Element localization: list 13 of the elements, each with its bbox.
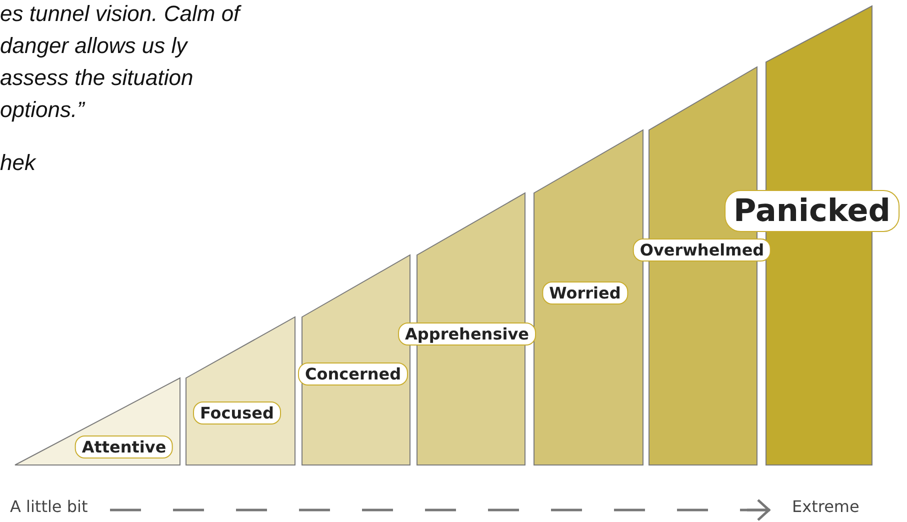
axis-end-label: Extreme (792, 497, 860, 516)
quote-text: es tunnel vision. Calm of danger allows us ly assess the situation options.” (0, 0, 242, 124)
level-label: Overwhelmed (632, 238, 772, 262)
axis-start-label: A little bit (10, 497, 88, 516)
level-label: Worried (542, 282, 628, 304)
quote-attribution: hek (0, 150, 36, 176)
level-label: Attentive (74, 436, 174, 458)
level-bar (15, 378, 180, 465)
level-label: Apprehensive (398, 322, 536, 346)
level-bar (186, 317, 295, 465)
level-label: Focused (193, 402, 281, 424)
level-label: Concerned (298, 362, 408, 386)
level-label: Panicked (724, 190, 900, 232)
